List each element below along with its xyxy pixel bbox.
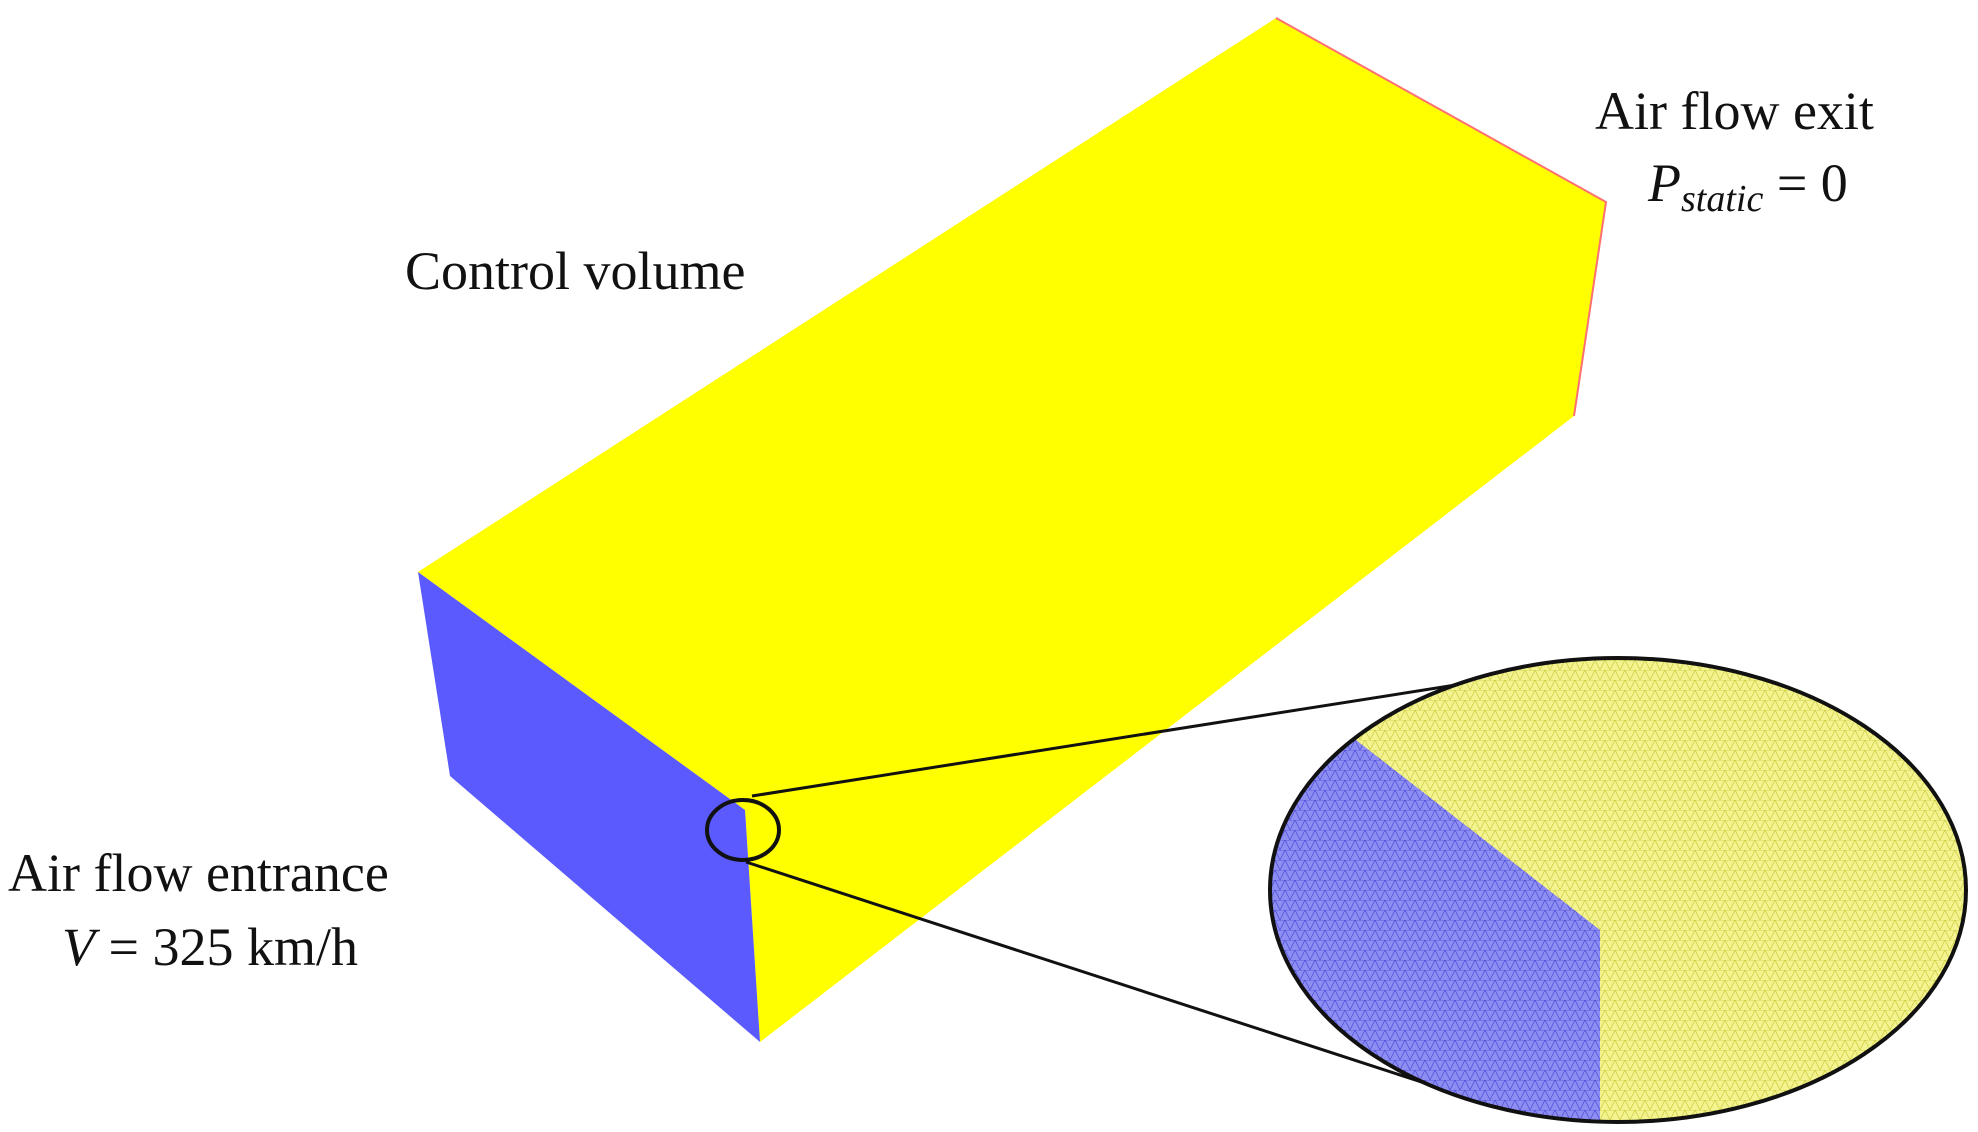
control-volume-label: Control volume — [405, 241, 746, 301]
velocity-symbol: V — [62, 917, 95, 977]
velocity-value: = 325 km/h — [95, 917, 358, 977]
outlet-edge — [1275, 17, 1608, 417]
pressure-subscript: static — [1681, 178, 1764, 220]
zoom-detail-outline — [1268, 656, 1968, 1124]
air-flow-exit-label: Air flow exit — [1595, 81, 1874, 141]
static-pressure-equation: Pstatic = 0 — [1648, 153, 1848, 218]
control-volume-top-face — [418, 18, 1606, 1042]
zoom-selection-circle — [705, 798, 781, 862]
pressure-value: = 0 — [1763, 153, 1848, 213]
velocity-equation: V = 325 km/h — [62, 920, 358, 974]
air-flow-entrance-label: Air flow entrance — [8, 843, 389, 903]
pressure-symbol: P — [1648, 153, 1681, 213]
mesh-detail-zoom — [1270, 658, 1966, 1122]
zoom-line-upper — [751, 676, 1501, 798]
inlet-face — [418, 572, 760, 1042]
zoom-line-lower — [745, 860, 1441, 1090]
